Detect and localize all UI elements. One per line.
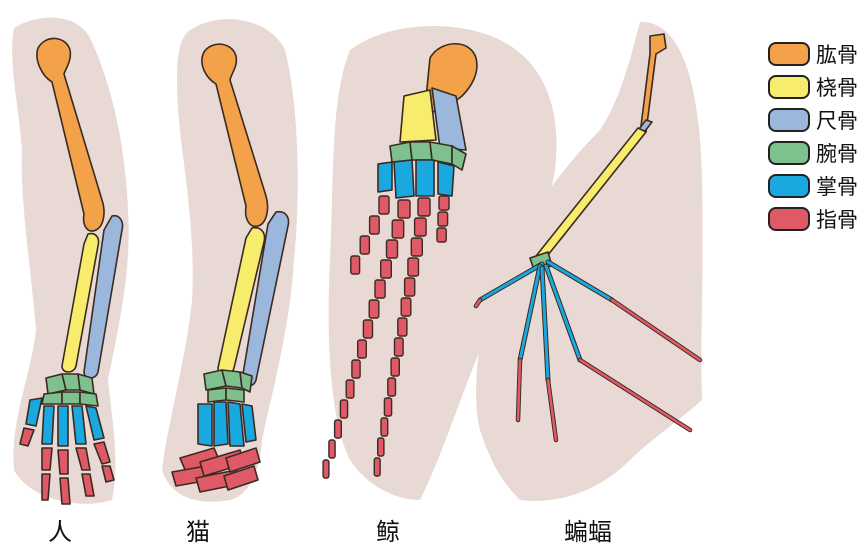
legend-item-carpals: 腕骨 [768, 137, 858, 169]
whale-phalanx [391, 358, 399, 376]
whale-phalanx [415, 218, 427, 236]
legend-item-radius: 桡骨 [768, 71, 858, 103]
whale-phalanx [378, 438, 384, 456]
legend-label-humerus: 肱骨 [816, 39, 858, 69]
whale-phalanx [398, 200, 410, 218]
human-caption: 人 [0, 512, 120, 547]
whale-phalanx [381, 260, 392, 278]
cat-carpals [204, 370, 252, 402]
whale-phalanx [375, 280, 385, 298]
human-phalanx [42, 474, 50, 500]
whale-radius [400, 90, 436, 142]
human-carpals [42, 374, 98, 406]
human-forelimb [12, 18, 129, 504]
whale-phalanx [346, 380, 354, 398]
human-metacarpal [58, 406, 68, 446]
legend-label-metacarpals: 掌骨 [816, 171, 858, 201]
legend-label-carpals: 腕骨 [816, 138, 858, 168]
human-phalanx [42, 448, 52, 470]
cat-metacarpal [198, 404, 212, 446]
human-carpal [62, 374, 80, 390]
whale-phalanx [379, 196, 389, 214]
whale-phalanx [335, 420, 342, 438]
legend-item-humerus: 肱骨 [768, 38, 858, 70]
whale-phalanx [384, 398, 391, 416]
whale-carpal [390, 142, 412, 162]
whale-phalanx [340, 400, 347, 418]
whale-phalanx [387, 240, 398, 258]
cat-metacarpals [198, 402, 256, 446]
whale-phalanx [374, 458, 380, 476]
whale-phalanx [401, 298, 411, 316]
legend-item-ulna: 尺骨 [768, 104, 858, 136]
cat-metacarpal [214, 402, 228, 446]
whale-metacarpal [378, 162, 392, 192]
legend-item-metacarpals: 掌骨 [768, 170, 858, 202]
whale-metacarpal [394, 160, 414, 198]
legend-swatch-metacarpals [768, 174, 810, 198]
human-phalanx [58, 450, 68, 474]
whale-phalanx [437, 228, 446, 242]
human-carpal [62, 392, 80, 404]
cat-caption: 猫 [138, 512, 258, 547]
legend-swatch-radius [768, 75, 810, 99]
whale-phalanx [369, 300, 379, 318]
cat-carpal [208, 388, 226, 402]
human-phalanx [60, 478, 70, 504]
whale-phalanx [351, 256, 360, 274]
whale-phalanx [395, 338, 404, 356]
whale-phalanx [381, 418, 388, 436]
whale-phalanx [352, 360, 360, 378]
whale-phalanx [370, 216, 380, 234]
whale-phalanx [418, 198, 430, 216]
whale-phalanx [398, 318, 407, 336]
bone-legend: 肱骨 桡骨 尺骨 腕骨 掌骨 指骨 [768, 38, 858, 236]
whale-phalanx [329, 440, 335, 458]
whale-phalanx [439, 196, 449, 210]
legend-swatch-phalanges [768, 207, 810, 231]
human-carpal [80, 392, 98, 406]
whale-phalanx [323, 460, 329, 478]
legend-swatch-carpals [768, 141, 810, 165]
whale-caption: 鲸 [328, 512, 448, 547]
legend-label-ulna: 尺骨 [816, 105, 858, 135]
legend-item-phalanges: 指骨 [768, 203, 858, 235]
whale-phalanx [388, 378, 396, 396]
legend-swatch-ulna [768, 108, 810, 132]
legend-label-phalanges: 指骨 [816, 204, 858, 234]
whale-phalanx [408, 258, 419, 276]
cat-carpal [226, 388, 244, 402]
legend-swatch-humerus [768, 42, 810, 66]
human-metacarpal [42, 406, 54, 444]
whale-phalanx [438, 212, 448, 226]
whale-phalanx [392, 220, 404, 238]
whale-metacarpal [438, 162, 454, 196]
bat-caption: 蝙蝠 [528, 512, 648, 547]
whale-phalanx [405, 278, 415, 296]
whale-phalanx [363, 320, 372, 338]
whale-phalanx [358, 340, 367, 358]
whale-phalanx [411, 238, 422, 256]
whale-phalanx [360, 236, 369, 254]
whale-metacarpal [416, 160, 434, 196]
cat-forelimb [162, 19, 298, 502]
legend-label-radius: 桡骨 [816, 72, 858, 102]
human-carpal [42, 392, 62, 404]
whale-carpal [410, 142, 432, 160]
